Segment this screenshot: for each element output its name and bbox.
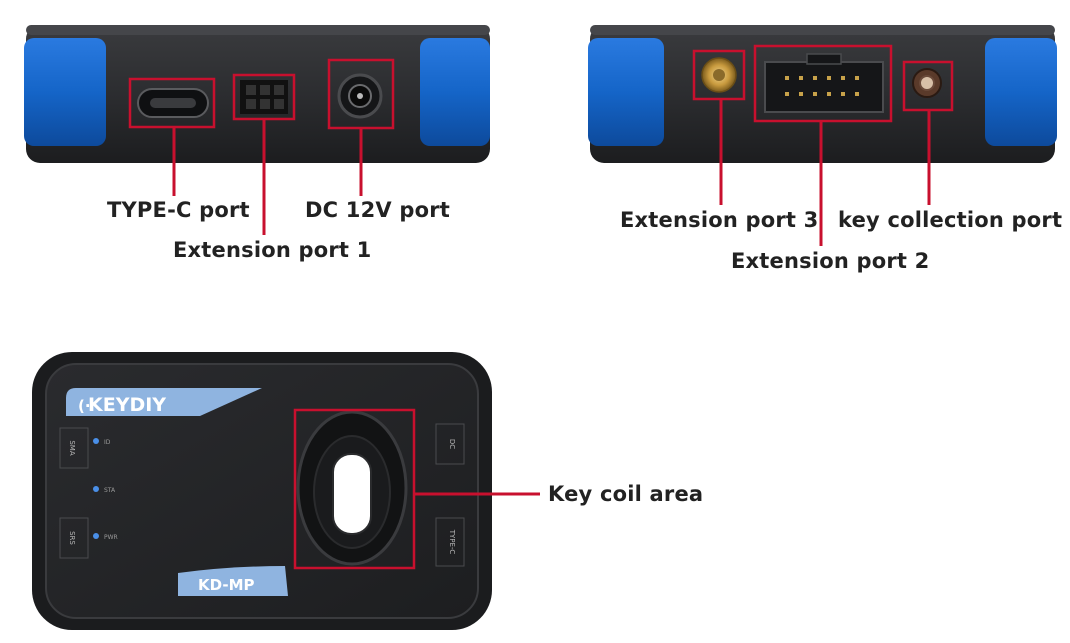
led-indicator [93,438,99,444]
brand-logo-text: KEYDIY [88,394,166,416]
model-text: KD-MP [198,576,255,594]
device-back-view [588,25,1057,163]
side-panel-right-top [435,423,465,465]
label-extension-port-1: Extension port 1 [173,238,372,262]
label-key-coil-area: Key coil area [548,482,704,506]
led-label: PWR [104,534,118,541]
highlight-type-c [128,77,216,129]
logo-band [66,388,262,416]
blue-bumper-left [24,38,106,146]
highlight-key-coil [293,408,416,570]
side-label-left-top: SMA [68,440,76,455]
device-top-view: KEYDIY (· KD-MP SMA SRS DC TYPE-C ID STA… [32,352,492,630]
side-label-right-bottom: TYPE-C [448,529,456,555]
back-callout-lines [719,99,931,246]
side-label-right-top: DC [448,439,456,449]
label-type-c-port: TYPE-C port [107,198,250,222]
highlight-extension-port-3 [692,49,746,101]
highlight-extension-port-2 [753,44,893,123]
led-indicator [93,486,99,492]
blue-bumper-left-back [588,38,664,146]
device-front-view [24,25,490,163]
key-slot [332,453,372,535]
label-dc-12v-port: DC 12V port [305,198,450,222]
led-indicator [93,533,99,539]
side-label-left-bottom: SRS [68,531,76,545]
led-label: STA [104,487,116,494]
model-band [178,566,288,596]
side-panel-left-top [59,427,89,469]
label-extension-port-3: Extension port 3 [620,208,819,232]
side-panel-left-bottom [59,517,89,559]
blue-bumper-right-back [985,38,1057,146]
side-panel-right-bottom [435,517,465,567]
ribbon-connector [764,61,884,113]
led-label: ID [104,439,111,446]
blue-bumper-right [420,38,490,146]
label-extension-port-2: Extension port 2 [731,249,930,273]
front-callout-lines [172,119,363,235]
label-key-collection-port: key collection port [838,208,1063,232]
wifi-logo-icon: (· [78,397,91,415]
